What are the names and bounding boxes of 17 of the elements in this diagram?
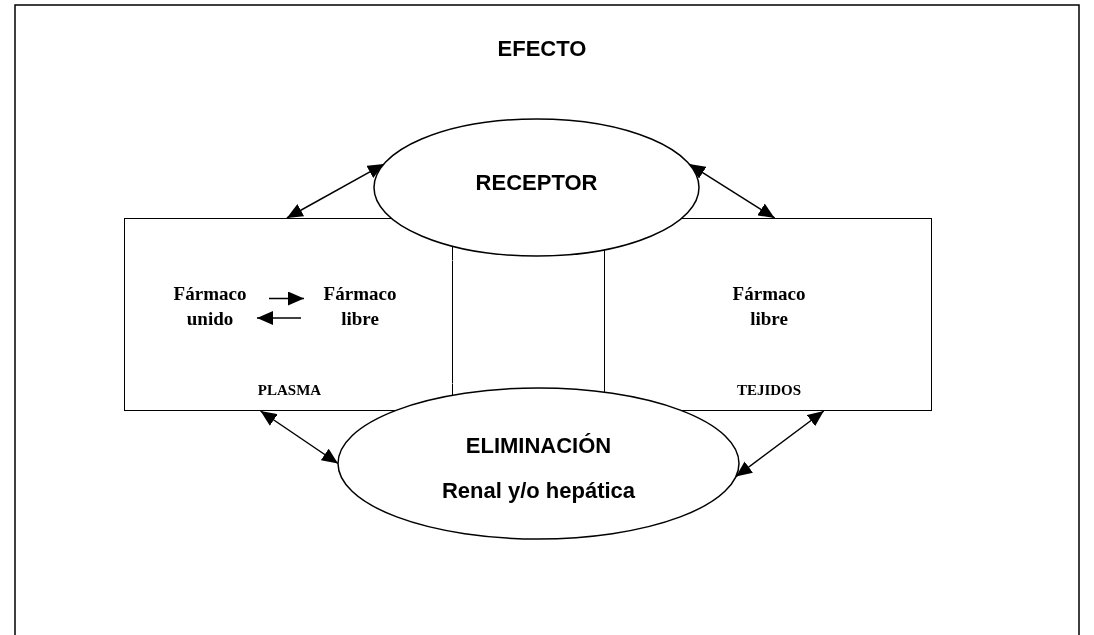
node-label: ELIMINACIÓN: [464, 432, 613, 460]
compartment-label: TEJIDOS: [735, 381, 803, 400]
compartment-label: PLASMA: [256, 381, 323, 400]
node-label: Fármaco libre: [731, 282, 807, 331]
arrow: [688, 163, 776, 219]
arrow: [256, 311, 302, 325]
compartment-box: [124, 218, 453, 411]
arrow: [286, 163, 385, 219]
node-label: Renal y/o hepática: [440, 477, 637, 505]
arrow: [259, 410, 339, 465]
arrow: [268, 291, 305, 306]
arrow: [735, 410, 825, 478]
compartment-box: [604, 218, 932, 411]
node-label: Fármaco libre: [322, 282, 398, 331]
node-label: Fármaco unido: [172, 282, 248, 331]
title: EFECTO: [496, 36, 588, 62]
node-label: RECEPTOR: [474, 169, 599, 197]
